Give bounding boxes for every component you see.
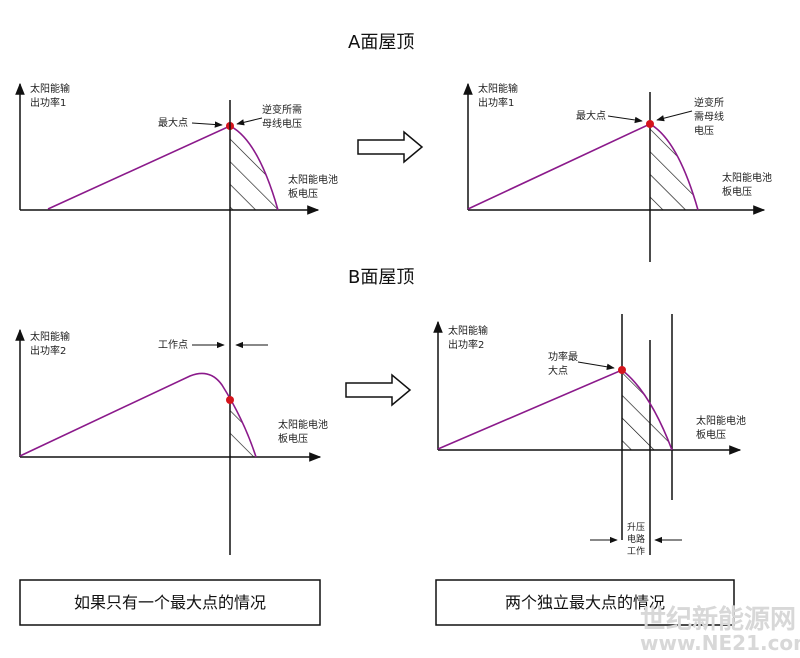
lt-bus-arrow — [236, 117, 263, 126]
rb-max-arrow — [577, 361, 615, 370]
lt-bus-label-2: 母线电压 — [262, 117, 302, 130]
rt-max-point — [646, 120, 654, 128]
lt-hatch — [230, 126, 278, 210]
rt-y-label-2: 出功率1 — [478, 96, 514, 109]
lb-x-label-2: 板电压 — [278, 432, 308, 445]
rb-y-label-2: 出功率2 — [448, 338, 484, 351]
caption-right: 两个独立最大点的情况 — [505, 593, 665, 612]
lb-y-label-1: 太阳能输 — [30, 330, 70, 343]
caption-box-right — [435, 579, 735, 626]
rb-boost-label-2: 电路 — [627, 533, 645, 545]
rt-bus-label-3: 电压 — [694, 124, 714, 137]
lb-x-label-1: 太阳能电池 — [278, 418, 328, 431]
lb-y-label-2: 出功率2 — [30, 344, 66, 357]
left-bottom-chart: 太阳能输 出功率2 工作点 太阳能电池 板电压 — [15, 328, 328, 462]
rt-x-label-1: 太阳能电池 — [722, 171, 772, 184]
rt-y-label-1: 太阳能输 — [478, 82, 518, 95]
rt-bus-arrow — [656, 110, 693, 122]
rt-max-arrow — [607, 115, 643, 124]
a-roof-title: A面屋顶 — [348, 32, 414, 53]
lt-max-label: 最大点 — [158, 116, 188, 129]
rb-boost-label-1: 升压 — [627, 522, 645, 533]
rt-bus-label-2: 需母线 — [694, 110, 724, 123]
lt-max-arrow — [191, 121, 223, 128]
caption-box-left — [19, 579, 321, 626]
rb-max-point — [618, 366, 626, 374]
caption-left: 如果只有一个最大点的情况 — [74, 593, 266, 612]
lb-work-point — [226, 396, 234, 404]
lt-x-label-1: 太阳能电池 — [288, 173, 338, 186]
lt-y-label-2: 出功率1 — [30, 96, 66, 109]
watermark-line1: 世纪新能源网 — [640, 604, 796, 635]
lb-work-label: 工作点 — [158, 339, 188, 351]
rt-bus-label-1: 逆变所 — [694, 96, 724, 109]
lt-x-label-2: 板电压 — [288, 187, 318, 200]
left-top-chart: 太阳能输 出功率1 最大点 逆变所需 母线电压 太阳能电池 板电压 — [15, 82, 338, 215]
rb-x-label-1: 太阳能电池 — [696, 414, 746, 427]
right-top-chart: 太阳能输 出功率1 最大点 逆变所 需母线 电压 太阳能电池 板电压 — [463, 82, 772, 262]
rt-max-label: 最大点 — [576, 109, 606, 122]
rb-y-label-1: 太阳能输 — [448, 324, 488, 337]
watermark-line2: www.NE21.com — [640, 631, 800, 655]
lt-y-label-1: 太阳能输 — [30, 82, 70, 95]
rb-x-label-2: 板电压 — [696, 428, 726, 441]
lt-bus-label-1: 逆变所需 — [262, 103, 302, 116]
bottom-transition-arrow — [345, 373, 412, 407]
rb-boost-label-3: 工作 — [627, 545, 645, 557]
right-bottom-chart: 太阳能输 出功率2 功率最 大点 太阳能电池 板电压 升压 电路 工作 — [433, 314, 746, 557]
lb-power-curve — [19, 372, 257, 458]
b-roof-title: B面屋顶 — [348, 267, 414, 288]
rb-max-label-1: 功率最 — [548, 350, 578, 363]
rb-max-label-2: 大点 — [548, 364, 568, 377]
rt-x-label-2: 板电压 — [722, 185, 752, 198]
top-transition-arrow — [357, 130, 424, 164]
